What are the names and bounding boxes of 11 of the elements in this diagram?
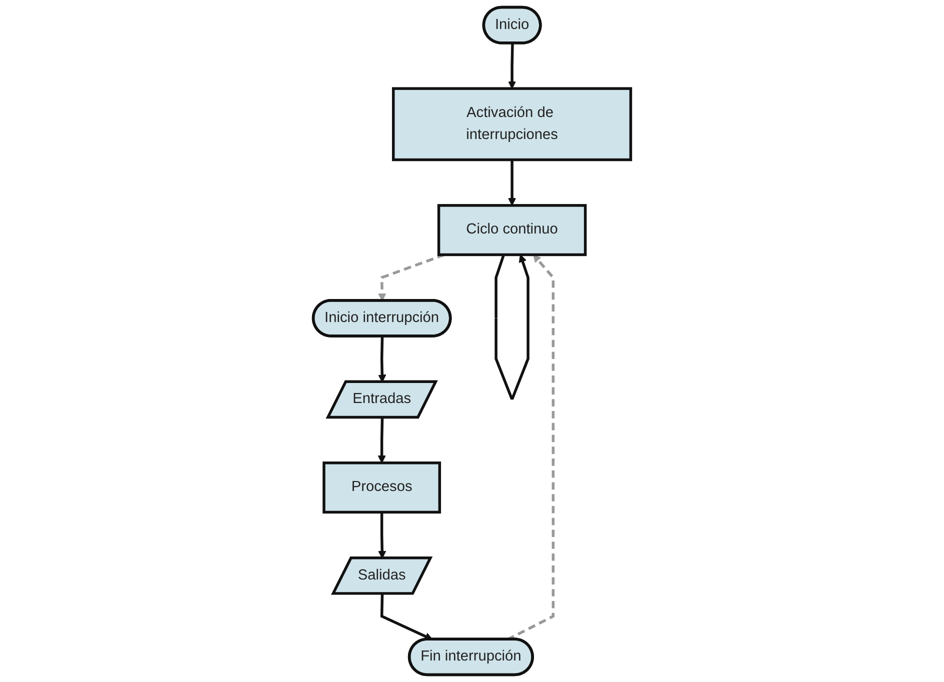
arrow [378,512,386,559]
arrow [380,594,433,640]
arrow [378,418,386,464]
node-box: Procesos [322,462,442,514]
node-box: Activación de interrupciones [392,87,632,162]
arrow [494,254,530,400]
arrow [508,43,516,89]
node-box: Ciclo continuo [437,204,587,256]
arrow [378,253,445,302]
arrow [378,336,386,382]
arrow [508,160,516,206]
